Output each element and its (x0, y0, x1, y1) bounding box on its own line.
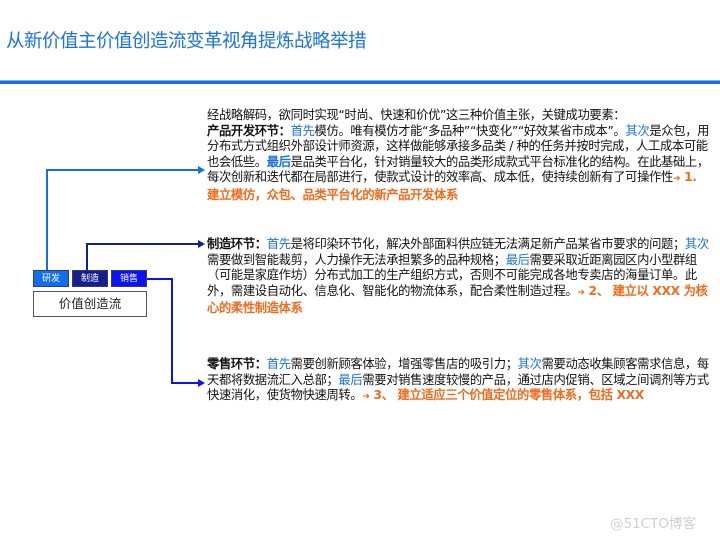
arrow-icon: ➜ (362, 392, 370, 403)
manufacturing-section: 制造环节：首先是将印染环节化，解决外部面料供应链无法满足新产品某省市要求的问题；… (207, 237, 712, 317)
stage-rd-box: 研发 (33, 270, 69, 287)
last-text: 需要对销售速度较慢的产品，通过店内促销、区域之间调剂等方式快速消化，使货物快速周… (207, 372, 709, 403)
last-keyword: 最后 (266, 154, 291, 169)
stage-sales-box: 销售 (111, 270, 147, 287)
retail-result: 3、 建立适应三个价值定位的零售体系，包括 XXX (369, 388, 644, 403)
product-dev-paragraph: 产品开发环节：首先模仿。唯有模仿才能“多品种”“快变化”“好效某省市成本”。其次… (207, 124, 712, 204)
second-keyword: 其次 (684, 237, 709, 251)
watermark: @51CTO博客 (610, 516, 696, 532)
product-dev-section: 经战略解码，欲同时实现“时尚、快速和价优”这三种价值主张，关键成功要素： 产品开… (207, 108, 712, 204)
stage-manufacturing-box: 制造 (72, 270, 108, 287)
manufacturing-heading: 制造环节： (207, 237, 267, 251)
value-stream-box: 价值创造流 (33, 291, 147, 317)
stage-manufacturing-label: 制造 (80, 274, 99, 284)
last-text: 需要采取近距离园区内小型群组（可能是家庭作坊）分布式加工的生产组织方式，否则不可… (207, 252, 697, 298)
last-keyword: 最后 (505, 252, 530, 267)
manufacturing-result: 2、 建立以 XXX 为核心的柔性制造体系 (207, 283, 708, 316)
stage-rd-label: 研发 (41, 274, 60, 284)
retail-section: 零售环节：首先需要创新顾客体验，增强零售店的吸引力；其次需要动态收集顾客需求信息… (207, 357, 712, 406)
intro-text: 经战略解码，欲同时实现“时尚、快速和价优”这三种价值主张，关键成功要素： (207, 108, 626, 122)
last-text: 是品类平台化，针对销量较大的品类形成款式平台标准化的结构。在此基础上，每次创新和… (207, 154, 709, 185)
second-keyword: 其次 (517, 357, 542, 371)
title-divider (0, 81, 720, 84)
second-text: 是众包，用分布式方式组织外部设计师资源，这样做能够承接多品类 / 种的任务并按时… (207, 123, 710, 169)
first-keyword: 首先 (266, 237, 291, 251)
product-dev-result: 1. 建立模仿，众包、品类平台化的新产品开发体系 (207, 170, 697, 202)
first-text: 是将印染环节化，解决外部面料供应链无法满足新产品某省市要求的问题； (290, 237, 686, 251)
first-text: 模仿。唯有模仿才能“多品种”“快变化”“好效某省市成本”。 (314, 123, 626, 138)
second-text: 需要做到智能裁剪，人力操作无法承担繁多的品种规格； (207, 252, 506, 267)
first-keyword: 首先 (266, 357, 291, 371)
first-keyword: 首先 (290, 123, 315, 138)
value-stream-label: 价值创造流 (58, 296, 122, 311)
second-text: 需要动态收集顾客需求信息，每天都将数据流汇入总部； (207, 357, 709, 387)
last-keyword: 最后 (338, 372, 363, 387)
second-keyword: 其次 (625, 123, 650, 138)
product-dev-heading: 产品开发环节： (207, 123, 291, 138)
retail-heading: 零售环节： (207, 357, 267, 371)
first-text: 需要创新顾客体验，增强零售店的吸引力； (290, 357, 518, 371)
page-title: 从新价值主价值创造流变革视角提炼战略举措 (6, 31, 367, 52)
arrow-icon: ➜ (672, 174, 681, 185)
stage-sales-label: 销售 (119, 274, 138, 284)
arrow-icon: ➜ (577, 287, 585, 298)
